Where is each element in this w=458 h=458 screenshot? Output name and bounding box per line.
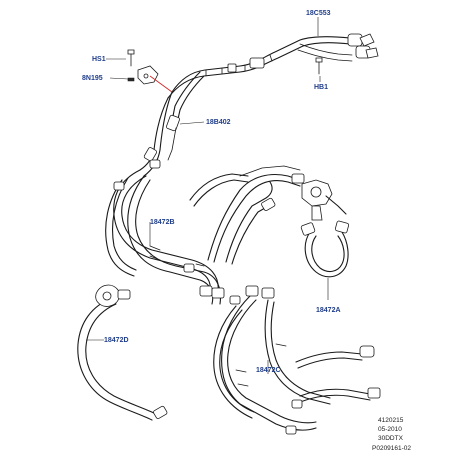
callout-18c553: 18C553 xyxy=(306,10,331,17)
hose-18b402 xyxy=(139,71,205,177)
callout-18472c: 18472C xyxy=(256,367,281,374)
bracket-8n195 xyxy=(127,65,159,85)
hose-18472d xyxy=(77,284,168,421)
footer-line-3: 30DDTX xyxy=(378,435,404,442)
footer-line-1: 4120215 xyxy=(378,417,404,424)
bolt-hb1 xyxy=(315,57,323,75)
coolant-pipe-18c553 xyxy=(167,33,379,99)
footer-line-2: 05-2010 xyxy=(378,426,402,433)
callout-hb1: HB1 xyxy=(314,84,328,91)
callout-hs1: HS1 xyxy=(92,56,106,63)
hose-18472b xyxy=(105,159,305,305)
hose-18472c xyxy=(213,285,381,435)
callout-18b402: 18B402 xyxy=(206,119,231,126)
callout-18472d: 18472D xyxy=(104,337,129,344)
callout-8n195: 8N195 xyxy=(82,75,103,82)
callout-18472b: 18472B xyxy=(150,219,175,226)
coolant-valve xyxy=(301,179,347,221)
leader-lines xyxy=(86,17,329,374)
callout-18472a: 18472A xyxy=(316,307,341,314)
footer-line-4: P0209161-02 xyxy=(372,445,411,452)
bolt-hs1 xyxy=(127,49,135,67)
hose-18472a xyxy=(300,220,350,278)
